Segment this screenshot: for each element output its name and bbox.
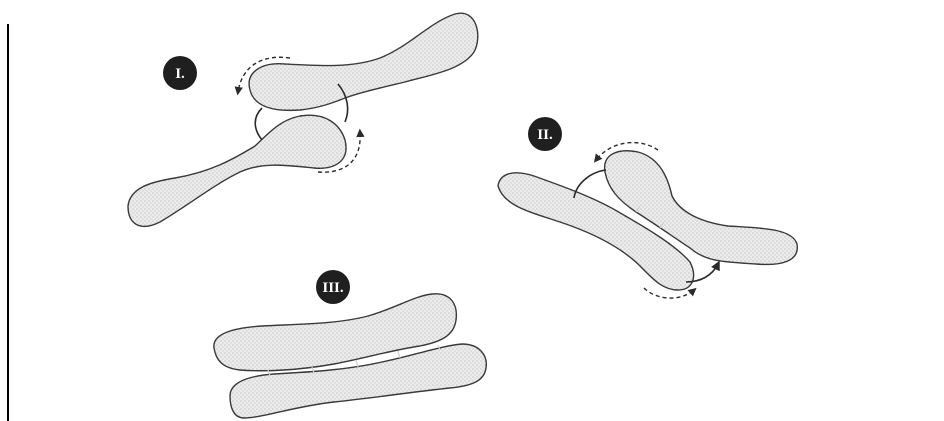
stage-2-dashed-arrow-bottom	[644, 288, 694, 298]
stage-3-group: III.	[214, 270, 486, 418]
stage-2-badge: II.	[528, 117, 562, 151]
stage-3-link-4	[398, 351, 400, 358]
stage-1-arrow-left	[255, 108, 262, 140]
stage-1-lower-cell	[128, 115, 346, 226]
stage-1-upper-cell	[249, 13, 478, 110]
stage-3-badge: III.	[316, 270, 350, 304]
stage-2-label: II.	[537, 127, 553, 143]
stage-1-group: I.	[128, 13, 478, 226]
stage-2-group: II.	[498, 117, 797, 298]
stage-3-label: III.	[322, 280, 344, 296]
stage-1-label: I.	[175, 66, 185, 82]
stage-1-badge: I.	[163, 56, 197, 90]
